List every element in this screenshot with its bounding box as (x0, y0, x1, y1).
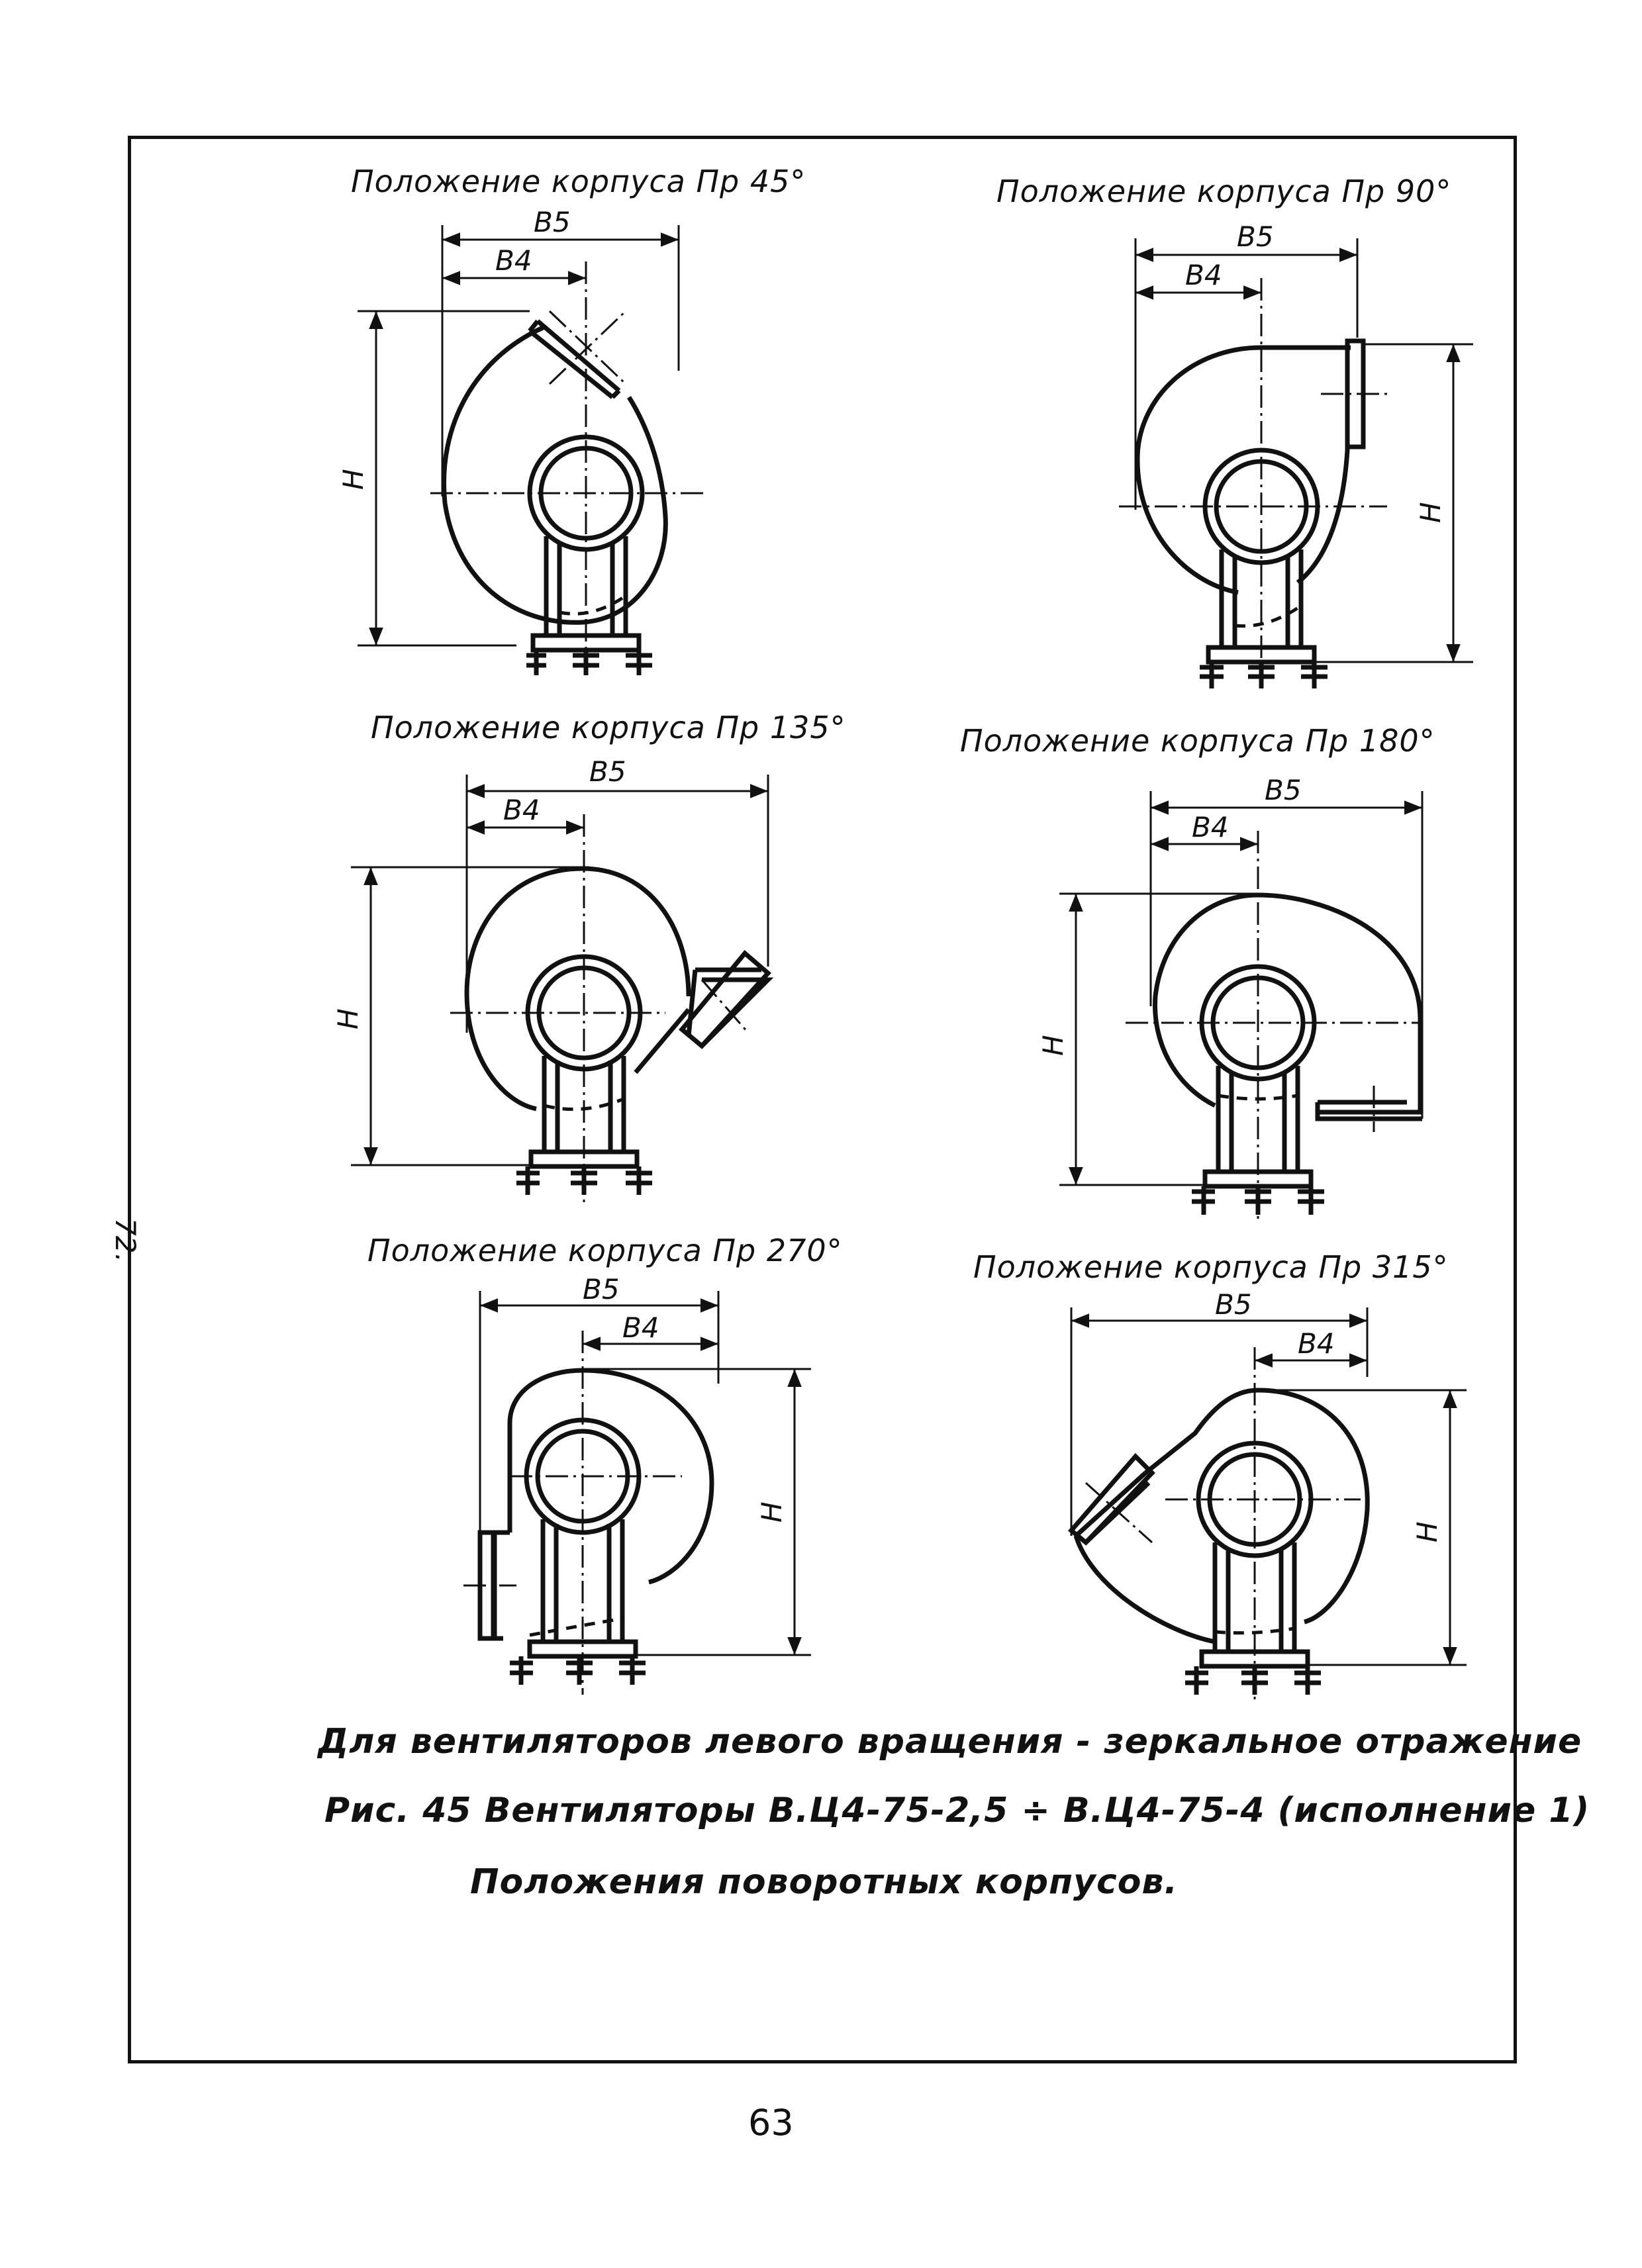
view-pr270: Положение корпуса Пр 270° B5 B4 H (367, 1233, 843, 1695)
view-title: Положение корпуса Пр 315° (973, 1249, 1449, 1285)
view-pr90: Положение корпуса Пр 90° B5 B4 H (996, 173, 1473, 688)
dim-b5-label: B5 (1215, 1288, 1252, 1321)
page-number: 63 (748, 2102, 794, 2144)
view-title: Положение корпуса Пр 270° (367, 1233, 843, 1268)
view-pr180: Положение корпуса Пр 180° B5 B4 H (960, 723, 1435, 1221)
caption-line-1: Для вентиляторов левого вращения - зерка… (316, 1722, 1582, 1762)
caption-line-2: Рис. 45 Вентиляторы В.Ц4-75-2,5 ÷ В.Ц4-7… (324, 1791, 1590, 1830)
dim-b5-label: B5 (589, 755, 626, 788)
dim-b5-label: B5 (583, 1273, 620, 1305)
view-pr45: Положение корпуса Пр 45° B5 B4 H (337, 164, 806, 675)
dim-b4-label: B4 (1185, 259, 1222, 291)
dim-h-label: H (337, 469, 369, 490)
view-title: Положение корпуса Пр 135° (371, 710, 846, 745)
dim-b4-label: B4 (495, 244, 532, 277)
view-title: Положение корпуса Пр 90° (996, 173, 1451, 209)
dim-b4-label: B4 (622, 1311, 659, 1344)
dim-b5-label: B5 (1265, 774, 1302, 806)
dim-b4-label: B4 (1192, 811, 1229, 843)
dim-h-label: H (332, 1008, 364, 1029)
dim-h-label: H (1037, 1035, 1069, 1056)
dim-b5-label: B5 (534, 206, 571, 238)
dim-h-label: H (1411, 1521, 1443, 1542)
margin-note: 72. (109, 1218, 142, 1262)
dim-b4-label: B4 (1298, 1327, 1335, 1360)
view-title: Положение корпуса Пр 45° (351, 164, 806, 199)
view-pr315: Положение корпуса Пр 315° B5 B4 H (973, 1249, 1467, 1701)
page-frame (128, 136, 1517, 2063)
view-title: Положение корпуса Пр 180° (960, 723, 1435, 759)
dim-h-label: H (1414, 502, 1447, 523)
figure-caption: Для вентиляторов левого вращения - зерка… (316, 1722, 1590, 1902)
dim-h-label: H (755, 1501, 788, 1523)
view-pr135: Положение корпуса Пр 135° B5 B4 H (332, 710, 846, 1205)
dim-b5-label: B5 (1237, 220, 1274, 253)
dim-b4-label: B4 (503, 794, 540, 826)
caption-line-3: Положения поворотных корпусов. (470, 1862, 1178, 1902)
